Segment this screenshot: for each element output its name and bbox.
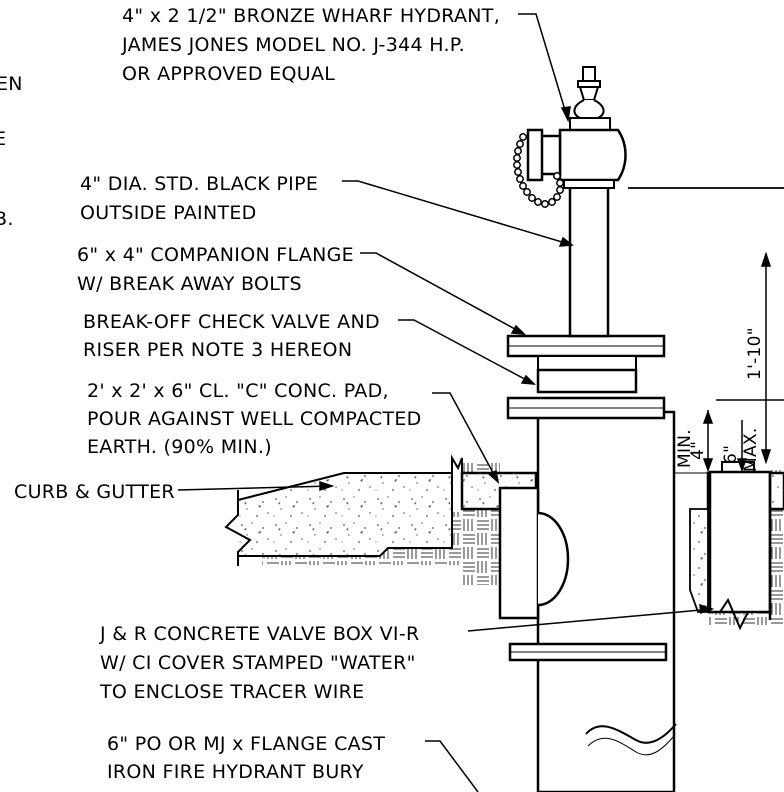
callout-hydrant-line-3: OR APPROVED EQUAL xyxy=(122,63,335,85)
callout-pipe: 4" DIA. STD. BLACK PIPE OUTSIDE PAINTED xyxy=(80,173,318,224)
callout-pipe-line-1: 4" DIA. STD. BLACK PIPE xyxy=(80,173,318,195)
callout-valve-box-line-2: W/ CI COVER STAMPED "WATER" xyxy=(100,652,416,674)
left-edge-fragment-3: B. xyxy=(0,208,14,230)
dimension-min-value: 4" xyxy=(688,441,708,460)
callout-bury-line-1: 6" PO OR MJ x FLANGE CAST xyxy=(107,733,385,755)
right-concrete-mass xyxy=(689,508,709,613)
callout-check-valve-line-1: BREAK-OFF CHECK VALVE AND xyxy=(83,311,380,333)
callout-hydrant-line-2: JAMES JONES MODEL NO. J-344 H.P. xyxy=(121,34,465,56)
dimension-lines xyxy=(702,251,772,473)
callout-bury-line-2: IRON FIRE HYDRANT BURY xyxy=(107,761,364,783)
callout-pad-line-3: EARTH. (90% MIN.) xyxy=(87,436,272,458)
callout-hydrant: 4" x 2 1/2" BRONZE WHARF HYDRANT, JAMES … xyxy=(121,5,500,85)
callout-check-valve: BREAK-OFF CHECK VALVE AND RISER PER NOTE… xyxy=(83,311,380,361)
callout-valve-box-line-3: TO ENCLOSE TRACER WIRE xyxy=(99,681,364,703)
left-edge-fragment-2: E xyxy=(0,128,6,150)
reference-lines xyxy=(628,187,784,401)
dimension-max-label: MAX. xyxy=(741,427,761,472)
callout-hydrant-line-1: 4" x 2 1/2" BRONZE WHARF HYDRANT, xyxy=(122,5,500,27)
callout-flange-line-2: W/ BREAK AWAY BOLTS xyxy=(77,273,302,295)
dimension-max-value: 6" xyxy=(721,445,741,464)
callout-pipe-line-2: OUTSIDE PAINTED xyxy=(80,202,257,224)
callout-flange-line-1: 6" x 4" COMPANION FLANGE xyxy=(77,244,354,266)
callout-valve-box-line-1: J & R CONCRETE VALVE BOX VI-R xyxy=(99,623,419,645)
left-edge-fragment-1: EN xyxy=(0,73,23,95)
leader-lines xyxy=(177,13,715,792)
callout-pad-line-2: POUR AGAINST WELL COMPACTED xyxy=(87,408,422,430)
callout-flange: 6" x 4" COMPANION FLANGE W/ BREAK AWAY B… xyxy=(77,244,354,295)
callout-curb: CURB & GUTTER xyxy=(14,481,175,503)
callout-check-valve-line-2: RISER PER NOTE 3 HEREON xyxy=(83,339,352,361)
callout-pad: 2' x 2' x 6" CL. "C" CONC. PAD, POUR AGA… xyxy=(87,380,422,458)
callout-curb-line-1: CURB & GUTTER xyxy=(14,481,175,503)
valve-box xyxy=(708,461,772,631)
dimension-overall: 1'-10" xyxy=(745,327,765,380)
dimension-min-label: MIN. xyxy=(675,429,695,468)
callout-valve-box: J & R CONCRETE VALVE BOX VI-R W/ CI COVE… xyxy=(99,623,419,703)
callout-bury: 6" PO OR MJ x FLANGE CAST IRON FIRE HYDR… xyxy=(107,733,385,783)
callout-pad-line-1: 2' x 2' x 6" CL. "C" CONC. PAD, xyxy=(87,380,389,402)
curb-and-gutter xyxy=(224,454,463,566)
wharf-hydrant xyxy=(513,66,627,208)
riser-assembly xyxy=(498,184,677,792)
